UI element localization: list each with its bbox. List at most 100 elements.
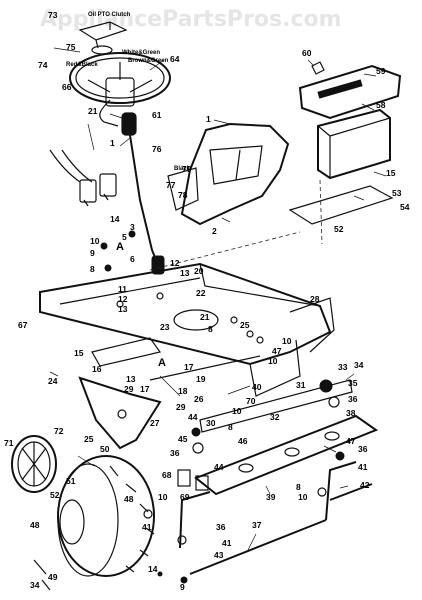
callout-70: 70: [246, 396, 256, 406]
callout-44: 44: [188, 412, 198, 422]
callout-24: 24: [48, 376, 58, 386]
drag-link[interactable]: [149, 355, 261, 381]
callout-17: 17: [184, 362, 194, 372]
callout-47: 47: [272, 346, 282, 356]
callout-52: 52: [334, 224, 344, 234]
callout-10d: 10: [232, 406, 242, 416]
callout-20: 20: [194, 266, 204, 276]
battery-tray[interactable]: [288, 185, 394, 225]
callout-53: 53: [392, 188, 402, 198]
callout-15b: 15: [74, 348, 84, 358]
callout-73: 73: [48, 10, 58, 20]
callout-72: 72: [54, 426, 64, 436]
callout-10f: 10: [298, 492, 308, 502]
callout-25b: 25: [84, 434, 94, 444]
callout-71: 71: [4, 438, 14, 448]
callout-12: 12: [170, 258, 180, 268]
callout-labels: 73 75 74 66 64 21 61 1 1 76 79 77 78 60 …: [4, 10, 410, 592]
callout-29: 29: [124, 384, 134, 394]
wire-connectors[interactable]: [49, 149, 117, 207]
callout-52: 52: [50, 490, 60, 500]
callout-8d: 8: [296, 482, 301, 492]
callout-40: 40: [252, 382, 262, 392]
callout-11: 11: [118, 284, 127, 294]
callout-30: 30: [206, 418, 216, 428]
callout-14: 14: [110, 214, 120, 224]
bracket-plate[interactable]: [91, 337, 162, 367]
fender-seat-pan[interactable]: [180, 122, 290, 226]
tray-mount-line: [149, 231, 301, 271]
callout-46: 46: [238, 436, 248, 446]
callout-8b: 8: [208, 324, 213, 334]
callout-31: 31: [296, 380, 306, 390]
front-axle[interactable]: [194, 414, 379, 496]
callout-47b: 47: [346, 436, 356, 446]
callout-59: 59: [376, 66, 386, 76]
callout-13c: 13: [126, 374, 136, 384]
callout-18: 18: [178, 386, 188, 396]
callout-66: 66: [62, 82, 72, 92]
hardware-bolts: [33, 230, 345, 591]
callout-21: 21: [88, 106, 98, 116]
hubcap[interactable]: [11, 435, 57, 493]
hold-down-clip[interactable]: [311, 61, 325, 75]
callout-48b: 48: [30, 520, 40, 530]
callout-6: 6: [130, 254, 135, 264]
wire-label-white-green: White&Green: [122, 50, 160, 56]
callout-54: 54: [400, 202, 410, 212]
callout-64: 64: [170, 54, 180, 64]
callout-16: 16: [92, 364, 102, 374]
callout-33: 33: [338, 362, 348, 372]
callout-39: 39: [266, 492, 276, 502]
callout-23: 23: [160, 322, 170, 332]
steering-cap[interactable]: [78, 21, 128, 55]
callout-29b: 29: [176, 402, 186, 412]
steering-shaft[interactable]: [129, 134, 161, 271]
callout-5: 5: [122, 232, 127, 242]
callout-22: 22: [196, 288, 206, 298]
callout-10b: 10: [282, 336, 292, 346]
callout-69: 69: [180, 492, 190, 502]
callout-67: 67: [18, 320, 28, 330]
callout-60: 60: [302, 48, 312, 58]
callout-42: 42: [360, 480, 370, 490]
frame-rail: [289, 297, 335, 353]
callout-61: 61: [152, 110, 162, 120]
main-frame: [39, 262, 332, 397]
spindle-right[interactable]: [325, 461, 373, 521]
seat-bracket[interactable]: [167, 167, 199, 211]
callout-8: 8: [90, 264, 95, 274]
callout-10c: 10: [268, 356, 278, 366]
callout-45: 45: [178, 434, 188, 444]
spindle-left[interactable]: [179, 491, 211, 549]
battery[interactable]: [317, 108, 391, 180]
callout-14b: 14: [148, 564, 158, 574]
steering-arm[interactable]: [78, 376, 162, 450]
callout-28: 28: [310, 294, 320, 304]
callout-9b: 9: [180, 582, 185, 592]
callout-38: 38: [346, 408, 356, 418]
callout-41b: 41: [142, 522, 152, 532]
wire-label-red-black: Red&Black: [66, 62, 98, 68]
callout-3: 3: [130, 222, 135, 232]
tie-rod[interactable]: [189, 519, 327, 575]
callout-43: 43: [214, 550, 224, 560]
callout-68: 68: [162, 470, 172, 480]
axle-pivot-bar[interactable]: [199, 379, 353, 433]
callout-48: 48: [124, 494, 134, 504]
battery-cover[interactable]: [298, 64, 402, 120]
shaft-coupler[interactable]: [151, 255, 165, 275]
callout-17b: 17: [140, 384, 150, 394]
callout-51: 51: [66, 476, 76, 486]
steering-wheel[interactable]: [69, 52, 171, 107]
front-tire[interactable]: [57, 455, 155, 577]
callout-15: 15: [386, 168, 396, 178]
wire-label-oil-ptc: Oil PTO Clutch: [88, 12, 131, 18]
callout-49: 49: [48, 572, 58, 582]
callout-2: 2: [212, 226, 217, 236]
callout-10e: 10: [158, 492, 168, 502]
steering-spring[interactable]: [121, 112, 137, 136]
callout-32: 32: [270, 412, 280, 422]
leader-lines: [49, 47, 387, 551]
callout-13: 13: [180, 268, 190, 278]
